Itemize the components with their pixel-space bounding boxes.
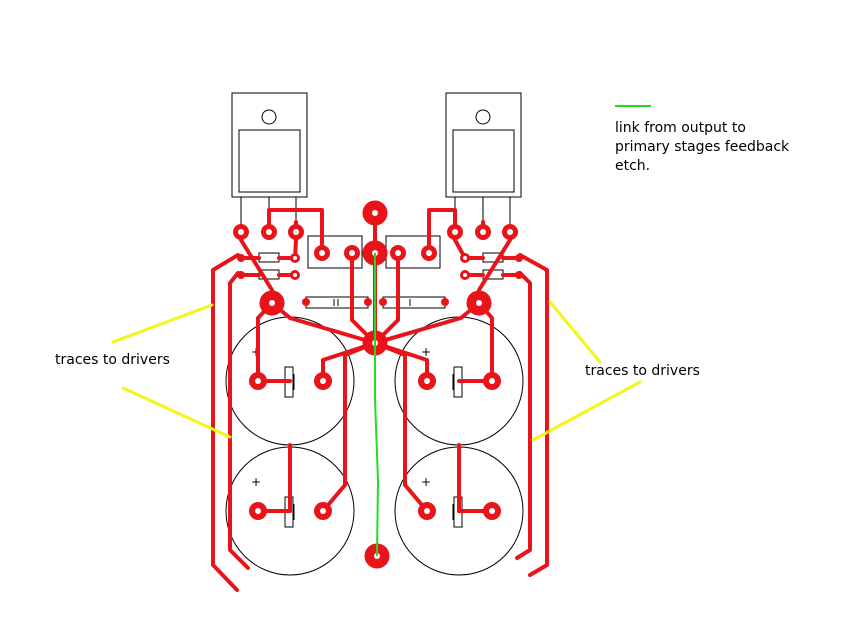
resistor-left [307, 235, 363, 269]
label-traces-to-drivers-left: traces to drivers [55, 352, 170, 368]
callout-right-upper [548, 300, 602, 364]
transistor-right [445, 92, 522, 232]
label-traces-to-drivers-right: traces to drivers [585, 363, 700, 379]
callout-left-upper [111, 303, 214, 344]
legend-text-line2: primary stages feedback [615, 139, 790, 155]
legend-text-line3: etch. [615, 158, 651, 174]
polarity-mark: + [421, 345, 431, 359]
callout-lines [111, 300, 642, 442]
drill-holes [238, 210, 513, 559]
callout-left-lower [121, 386, 232, 439]
feedback-link-wire [374, 253, 380, 557]
polarity-mark: + [421, 475, 431, 489]
polarity-mark: + [251, 475, 261, 489]
legend-text-line1: link from output to [615, 120, 746, 136]
legend-link-swatch [615, 105, 651, 107]
callout-right-lower [531, 380, 642, 442]
copper-traces [211, 208, 549, 592]
